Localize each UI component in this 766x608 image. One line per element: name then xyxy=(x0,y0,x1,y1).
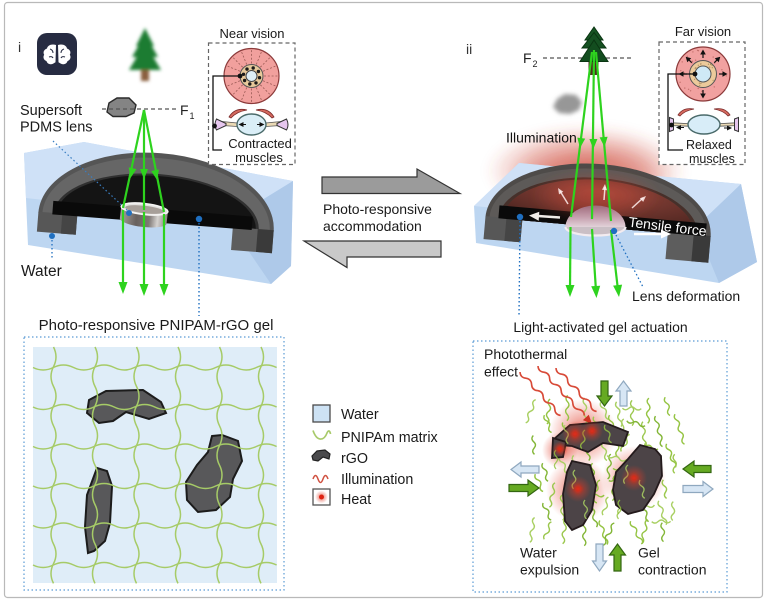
svg-text:Water: Water xyxy=(520,545,557,561)
svg-text:Light-activated gel actuation: Light-activated gel actuation xyxy=(513,319,687,335)
svg-text:Contracted: Contracted xyxy=(228,136,292,151)
svg-text:Supersoft: Supersoft xyxy=(20,103,82,119)
svg-text:expulsion: expulsion xyxy=(520,562,579,578)
svg-text:muscles: muscles xyxy=(235,150,283,165)
svg-text:Far vision: Far vision xyxy=(675,24,731,39)
svg-text:F: F xyxy=(523,50,532,66)
svg-text:ii: ii xyxy=(466,41,472,57)
svg-text:Photo-responsive PNIPAM-rGO ge: Photo-responsive PNIPAM-rGO gel xyxy=(39,317,274,334)
svg-text:i: i xyxy=(18,39,21,55)
svg-text:muscles: muscles xyxy=(689,152,735,166)
svg-text:effect: effect xyxy=(484,364,518,380)
svg-text:Lens deformation: Lens deformation xyxy=(632,288,740,304)
svg-text:contraction: contraction xyxy=(638,562,706,578)
svg-text:Photo-responsive: Photo-responsive xyxy=(323,201,432,217)
svg-text:PNIPAm matrix: PNIPAm matrix xyxy=(341,430,438,446)
svg-text:Gel: Gel xyxy=(638,545,660,561)
svg-text:Illumination: Illumination xyxy=(506,130,577,146)
svg-text:2: 2 xyxy=(533,59,538,69)
svg-text:PDMS lens: PDMS lens xyxy=(20,120,93,136)
svg-text:Near vision: Near vision xyxy=(219,26,284,41)
svg-text:Water: Water xyxy=(341,407,379,423)
svg-text:accommodation: accommodation xyxy=(323,218,422,234)
svg-text:rGO: rGO xyxy=(341,451,368,467)
svg-text:Heat: Heat xyxy=(341,492,371,508)
svg-text:1: 1 xyxy=(190,111,195,121)
svg-text:Relaxed: Relaxed xyxy=(686,138,732,152)
svg-text:Photothermal: Photothermal xyxy=(484,346,567,362)
svg-text:Illumination: Illumination xyxy=(341,472,413,488)
svg-text:F: F xyxy=(180,102,189,118)
svg-text:Water: Water xyxy=(21,263,62,280)
